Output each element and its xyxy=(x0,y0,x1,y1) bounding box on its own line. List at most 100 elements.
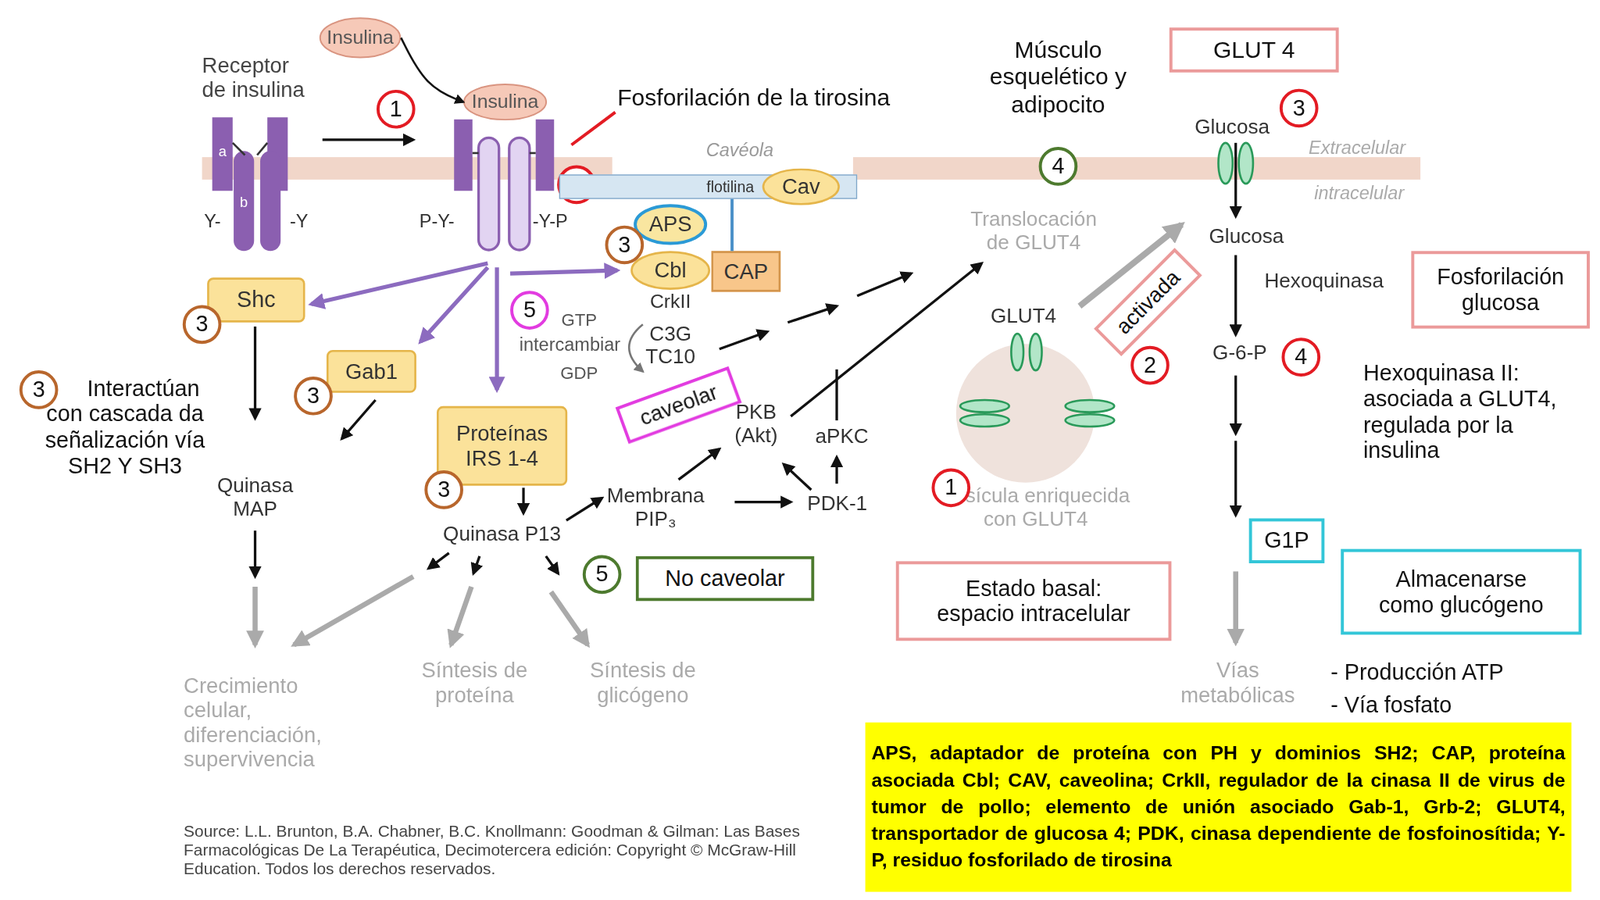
glut4-channel xyxy=(960,414,1010,427)
glut4-channel xyxy=(1010,333,1024,371)
glut4-channel xyxy=(1239,142,1254,184)
node-text: 3 xyxy=(307,382,320,409)
hormone-ellipse: Insulina xyxy=(463,83,547,121)
note-box: No caveolar xyxy=(635,556,815,601)
node-ellipse xyxy=(320,17,401,58)
diagram-label: -Y xyxy=(289,210,321,233)
callout-number: 3 xyxy=(605,225,645,265)
node-text: 3 xyxy=(32,376,46,403)
protein-box: Gab1 xyxy=(326,350,417,393)
callout-number: 3 xyxy=(182,305,222,345)
diagram-label: GDP xyxy=(556,363,603,384)
node-text: Almacenarse como glucógeno xyxy=(1374,566,1548,618)
node-text: Cbl xyxy=(654,257,687,283)
callout-circle xyxy=(606,227,643,264)
source-caption: Source: L.L. Brunton, B.A. Chabner, B.C.… xyxy=(183,822,858,879)
callout-circle xyxy=(295,378,332,415)
diagram-label: Síntesis de glicógeno xyxy=(576,657,710,708)
callout-number: 3 xyxy=(424,470,464,510)
pathway-arrow xyxy=(734,500,791,504)
pathway-arrow xyxy=(428,553,450,569)
node-text: 5 xyxy=(596,561,609,588)
pathway-arrow xyxy=(342,400,376,440)
hormone-ellipse: Insulina xyxy=(319,17,401,58)
diagram-label: intracelular xyxy=(1297,182,1421,204)
callout-number: 2 xyxy=(1130,346,1170,386)
node-text: caveolar xyxy=(635,379,721,431)
outcome-arrow xyxy=(550,592,588,646)
diagram-label: C3G xyxy=(642,322,700,347)
callout-circle xyxy=(425,471,462,508)
diagram-label: Glucosa xyxy=(1197,224,1295,248)
node-text: 4 xyxy=(1294,344,1308,371)
node-text: flotilina xyxy=(706,178,754,197)
diagram-label: Fosforilación de la tirosina xyxy=(617,83,954,111)
pathway-arrows xyxy=(255,142,1236,577)
signal-arrow xyxy=(420,267,488,342)
pathway-arrow xyxy=(473,556,480,574)
callout-number: 4 xyxy=(1281,337,1321,377)
pathway-arrow xyxy=(719,331,768,349)
abbreviation-note: APS, adaptador de proteína con PH y domi… xyxy=(865,722,1572,893)
diagram-label: Vías metabólicas xyxy=(1176,657,1300,708)
pathway-arrow xyxy=(1234,375,1237,434)
receptor-beta xyxy=(509,137,530,250)
protein-ellipse: Cav xyxy=(762,168,840,206)
outcome-arrow xyxy=(1232,571,1239,643)
protein-box: Shc xyxy=(207,277,305,322)
node-text: Insulina xyxy=(326,26,394,50)
activation-arrow xyxy=(322,138,414,141)
outcome-arrow xyxy=(450,586,472,645)
note-box: caveolar xyxy=(615,366,743,444)
diagram-label: GTP xyxy=(556,310,603,331)
diagram-label: Quinasa MAP xyxy=(203,473,307,521)
outcome-arrow xyxy=(293,576,414,646)
callout-number: 5 xyxy=(582,555,622,595)
glut4-channel xyxy=(1065,400,1115,413)
note-box: activada xyxy=(1093,247,1203,357)
node-text: 2 xyxy=(1143,352,1157,379)
protein-ellipse: Cbl xyxy=(630,250,711,290)
pathway-arrow xyxy=(790,263,982,417)
node-text: activada xyxy=(1110,264,1186,340)
diagram-label: Crecimiento celular, diferenciación, sup… xyxy=(183,673,368,772)
protein-box: CAP xyxy=(710,250,781,292)
callout-circle xyxy=(1282,339,1319,375)
pathway-arrow xyxy=(253,326,257,419)
node-text: CAP xyxy=(724,259,768,285)
pathway-arrow xyxy=(787,306,837,323)
receptor-alpha xyxy=(453,119,473,191)
node-ellipse xyxy=(464,84,547,120)
callout-number: 5 xyxy=(510,290,550,330)
diagram-label: Extracelular xyxy=(1296,137,1419,159)
pathway-arrow xyxy=(783,464,811,490)
receptor-beta xyxy=(478,137,500,250)
callout-number: 3 xyxy=(19,370,59,410)
callout-circle xyxy=(378,91,415,128)
node-text: 4 xyxy=(1051,153,1065,179)
node-text: 3 xyxy=(1292,95,1306,122)
node-ellipse xyxy=(631,252,709,290)
pathway-arrow xyxy=(1234,142,1237,217)
node-ellipse xyxy=(635,205,706,243)
receptor-alpha xyxy=(535,119,555,191)
disulfide-bond xyxy=(529,152,536,155)
diagram-label: PDK-1 xyxy=(799,492,876,516)
disulfide-bond xyxy=(257,142,268,156)
receptor-alpha xyxy=(212,117,233,191)
node-text: No caveolar xyxy=(664,565,785,592)
node-text: GLUT 4 xyxy=(1213,36,1296,65)
node-text: 5 xyxy=(523,297,536,324)
node-ellipse xyxy=(763,169,840,204)
node-text: APS xyxy=(649,212,693,238)
diagram-label: CrkII xyxy=(639,290,701,314)
node-text: Cav xyxy=(782,174,821,200)
glut4-vesicle xyxy=(956,343,1096,483)
node-text: 1 xyxy=(944,475,958,501)
diagram-label: Músculo esquelético y adipocito xyxy=(987,36,1129,118)
cell-membrane xyxy=(853,157,1421,180)
diagram-label: Receptor de insulina xyxy=(202,53,313,103)
